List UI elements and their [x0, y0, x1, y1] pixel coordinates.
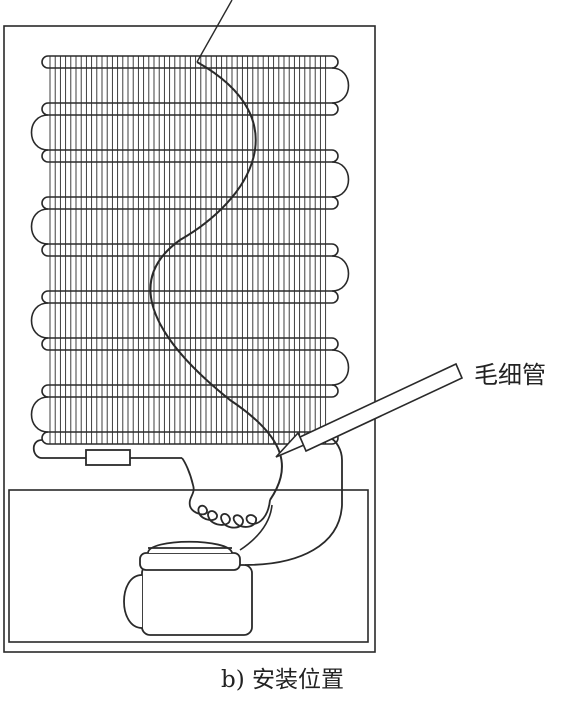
cabinet-outline [3, 25, 376, 653]
condenser-u-bend [331, 67, 350, 104]
condenser-u-bend [331, 161, 350, 198]
condenser-u-bend [331, 255, 350, 292]
filter-drier [85, 449, 131, 466]
capillary-coil [181, 457, 271, 529]
condenser-tube-row [41, 196, 339, 210]
filter-inlet-tube [32, 439, 86, 459]
capillary-callout-arrow [275, 362, 464, 458]
capillary-tube [149, 61, 283, 501]
condenser-tube-row [41, 384, 339, 398]
condenser-u-bend [30, 114, 49, 151]
condenser-tube-row [41, 102, 339, 116]
condenser-coil [30, 55, 350, 445]
compressor [123, 540, 253, 636]
suction-tube [239, 504, 273, 551]
condenser-u-bend [30, 302, 49, 339]
capillary-label: 毛细管 [474, 361, 546, 389]
condenser-u-bend [30, 396, 49, 433]
top-leader-line [196, 0, 233, 63]
condenser-u-bend [331, 349, 350, 386]
figure-caption: b) 安装位置 [220, 667, 344, 693]
condenser-u-bend [30, 208, 49, 245]
compressor-compartment [8, 489, 369, 643]
discharge-tube [244, 437, 343, 566]
condenser-tube-row [41, 290, 339, 304]
